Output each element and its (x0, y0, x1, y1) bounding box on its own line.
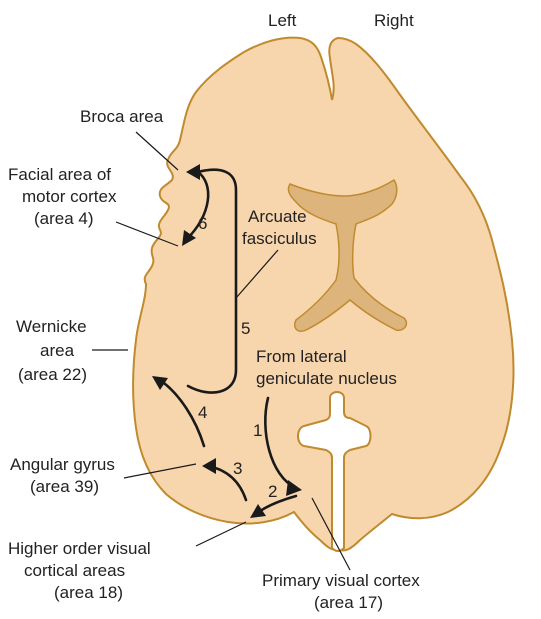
step-1: 1 (253, 421, 262, 440)
wernicke-label-3: (area 22) (18, 365, 87, 384)
primary-visual-label-2: (area 17) (314, 593, 383, 612)
facial-area-label-3: (area 4) (34, 209, 94, 228)
facial-area-label-1: Facial area of (8, 165, 111, 184)
lgn-label-2: geniculate nucleus (256, 369, 397, 388)
broca-label: Broca area (80, 107, 164, 126)
angular-gyrus-label-2: (area 39) (30, 477, 99, 496)
step-5: 5 (241, 319, 250, 338)
higher-order-label-1: Higher order visual (8, 539, 151, 558)
step-2: 2 (268, 482, 277, 501)
step-4: 4 (198, 403, 207, 422)
leader-broca (136, 132, 178, 170)
wernicke-label-2: area (40, 341, 75, 360)
arcuate-label-1: Arcuate (248, 207, 307, 226)
step-6: 6 (198, 214, 207, 233)
leader-higher (196, 522, 246, 546)
primary-visual-label-1: Primary visual cortex (262, 571, 420, 590)
step-3: 3 (233, 459, 242, 478)
wernicke-label-1: Wernicke (16, 317, 87, 336)
brain-outline (133, 38, 514, 551)
higher-order-label-3: (area 18) (54, 583, 123, 602)
hemisphere-right-label: Right (374, 11, 414, 30)
arcuate-label-2: fasciculus (242, 229, 317, 248)
hemisphere-left-label: Left (268, 11, 297, 30)
facial-area-label-2: motor cortex (22, 187, 117, 206)
angular-gyrus-label-1: Angular gyrus (10, 455, 115, 474)
lgn-label-1: From lateral (256, 347, 347, 366)
higher-order-label-2: cortical areas (24, 561, 125, 580)
